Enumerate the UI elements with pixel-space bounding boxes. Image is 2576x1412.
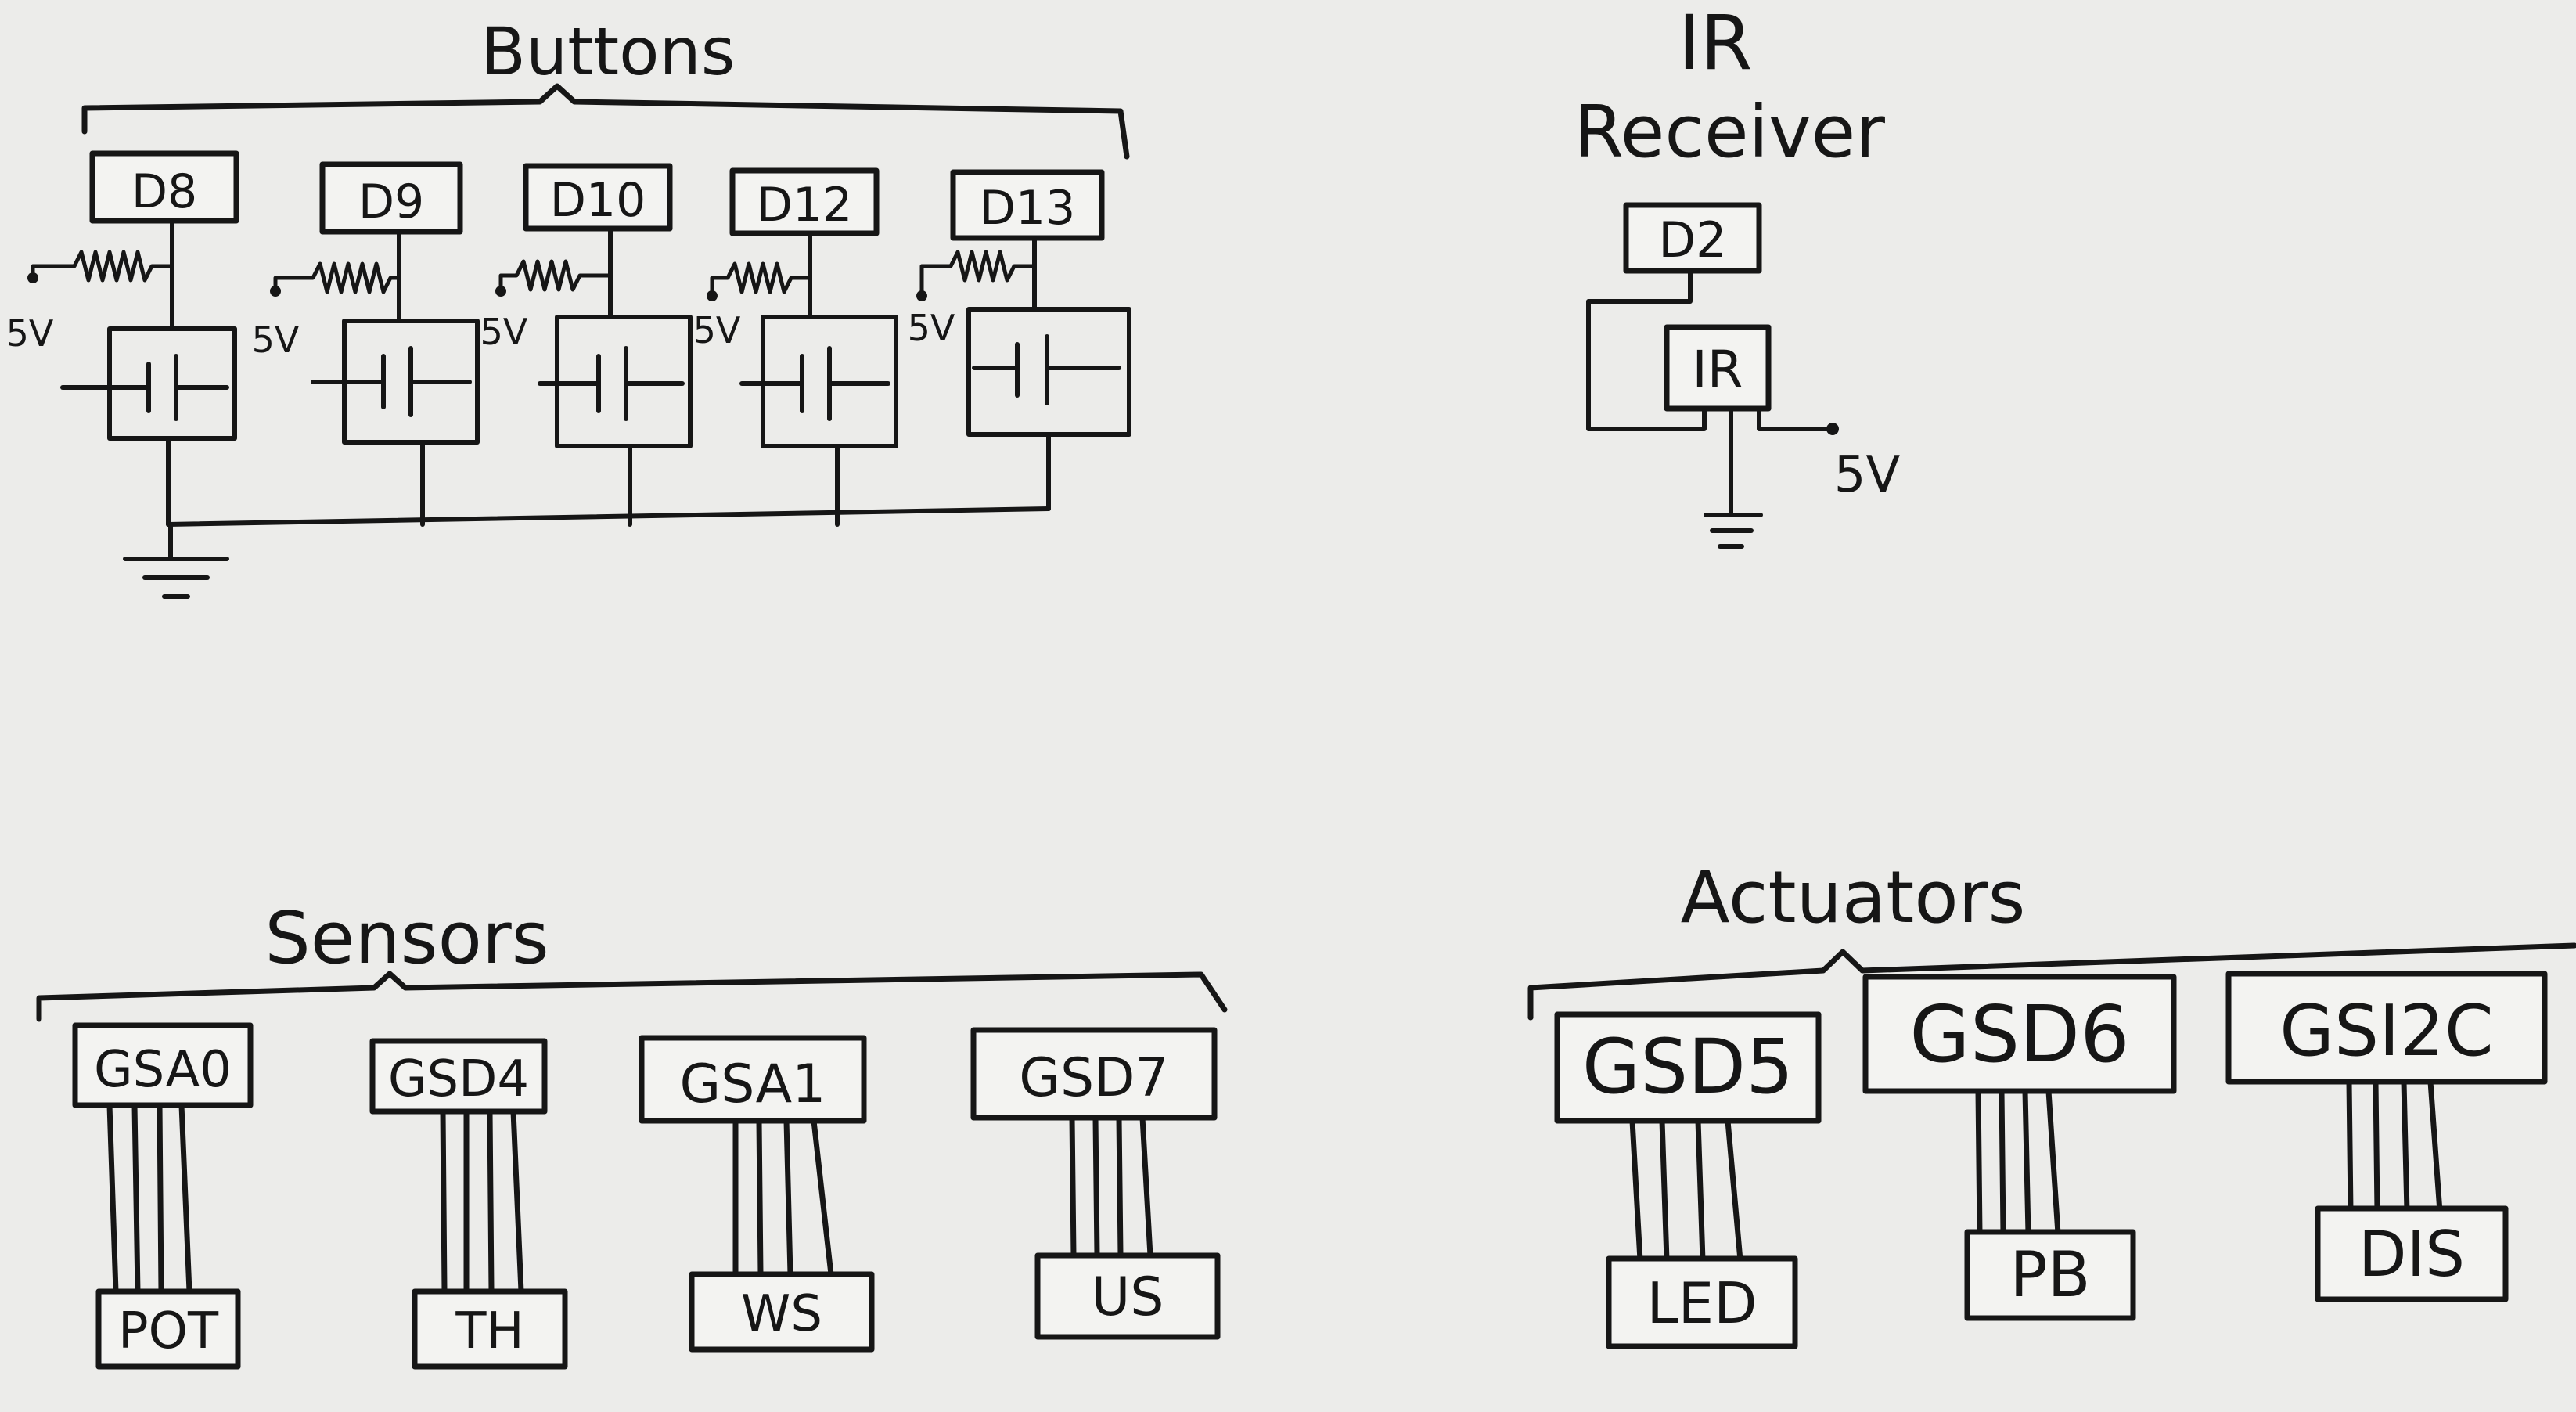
pin-box-d12 [729, 167, 880, 236]
button-circuit: D9 5V [252, 161, 480, 527]
sensor-device-label: WS [741, 1285, 822, 1343]
sensor-device-label: POT [118, 1302, 219, 1360]
sensor-device-box [95, 1288, 241, 1370]
actuators-section: Actuators GSD5 LED GSD6 [1527, 855, 2576, 1349]
actuator-connection: GSD5 LED [1554, 1011, 1822, 1349]
supply-label: 5V [693, 309, 741, 351]
button-circuit: D8 5V [6, 150, 239, 527]
actuator-connection: GSD6 PB [1862, 974, 2177, 1321]
sensor-device-label: TH [455, 1302, 523, 1360]
ribbon-cable [1975, 1088, 2061, 1237]
actuator-port-box [1862, 974, 2177, 1094]
sensors-section: Sensors GSA0 POT GSD4 [36, 896, 1228, 1370]
actuator-port-label: GSD5 [1582, 1023, 1793, 1111]
actuator-device-box [1964, 1229, 2136, 1321]
ir-supply-node [1826, 423, 1839, 435]
ir-receiver-section: IR Receiver D2 IR 5V [1574, 0, 1901, 549]
sensor-port-label: GSA0 [94, 1041, 232, 1099]
ir-supply-wire [1757, 406, 1833, 431]
actuator-port-box [1554, 1011, 1822, 1124]
ir-receiver-component [1664, 324, 1772, 412]
sensor-connection: GSA1 WS [639, 1035, 875, 1353]
pin-box-d10 [523, 163, 673, 232]
actuator-device-label: PB [2009, 1238, 2090, 1311]
pullup-resistor [273, 261, 401, 294]
button-circuit: D10 5V [480, 163, 693, 527]
sensor-port-box [639, 1035, 867, 1124]
pin-box-d2 [1623, 202, 1762, 274]
ground-bus [166, 506, 1051, 527]
pullup-resistor [710, 261, 812, 298]
ir-supply-label: 5V [1834, 446, 1901, 504]
pin-label: D12 [757, 178, 853, 232]
pullup-resistor [31, 250, 174, 283]
sensor-device-box [412, 1288, 568, 1370]
ir-signal-wire [1586, 268, 1707, 431]
buttons-brace [81, 83, 1130, 160]
sensor-port-box [369, 1038, 548, 1115]
ground-symbol [123, 557, 229, 599]
actuator-device-label: DIS [2358, 1218, 2465, 1291]
ribbon-cable [1069, 1115, 1153, 1259]
sensors-brace [36, 971, 1228, 1022]
supply-label: 5V [908, 307, 955, 349]
ground-symbol [1704, 513, 1763, 549]
ribbon-cable [440, 1108, 524, 1295]
sensors-title: Sensors [264, 896, 549, 980]
pullup-resistor [919, 250, 1037, 298]
pin-label: D13 [980, 181, 1076, 236]
actuator-port-label: GSI2C [2279, 990, 2494, 1072]
pin-label: D9 [358, 175, 424, 229]
supply-label: 5V [480, 311, 528, 353]
actuator-device-box [1606, 1255, 1798, 1349]
sensor-device-box [689, 1271, 875, 1353]
sensor-port-box [72, 1022, 254, 1108]
ribbon-cable [2346, 1079, 2443, 1215]
sensor-connection: GSA0 POT [72, 1022, 254, 1370]
supply-label: 5V [6, 312, 54, 355]
actuator-device-box [2315, 1205, 2509, 1302]
actuator-port-box [2225, 971, 2548, 1085]
sensor-port-label: GSD4 [388, 1050, 529, 1108]
pullup-resistor [498, 259, 613, 294]
actuator-device-label: LED [1646, 1270, 1757, 1336]
sensor-port-label: GSD7 [1019, 1047, 1168, 1109]
sensor-device-box [1034, 1252, 1221, 1340]
ribbon-cable [106, 1102, 192, 1295]
pushbutton-switch [107, 326, 237, 441]
pin-box-d9 [319, 161, 463, 235]
buttons-title: Buttons [480, 13, 735, 90]
ir-pin-label: D2 [1658, 211, 1726, 268]
pin-box-d8 [89, 150, 239, 224]
ir-title-line2: Receiver [1574, 90, 1885, 174]
sensor-connection: GSD4 TH [369, 1038, 568, 1370]
sensor-connection: GSD7 US [970, 1027, 1221, 1340]
ribbon-cable [732, 1118, 834, 1277]
actuators-title: Actuators [1681, 855, 2026, 939]
actuator-port-label: GSD6 [1909, 989, 2130, 1080]
actuators-brace [1527, 942, 2576, 1021]
button-circuit: D13 5V [908, 169, 1131, 511]
ir-title-line1: IR [1678, 0, 1752, 87]
pin-label: D8 [131, 164, 197, 219]
buttons-section: Buttons D8 5V D9 5V [6, 13, 1131, 599]
button-circuit: D12 5V [693, 167, 898, 527]
pin-label: D10 [550, 173, 646, 228]
sensor-device-label: US [1092, 1266, 1164, 1328]
pin-box-d13 [950, 169, 1105, 241]
sensor-port-label: GSA1 [680, 1054, 826, 1115]
ir-component-label: IR [1692, 340, 1743, 400]
actuator-connection: GSI2C DIS [2225, 971, 2548, 1302]
supply-label: 5V [252, 319, 300, 361]
ribbon-cable [1629, 1118, 1743, 1263]
